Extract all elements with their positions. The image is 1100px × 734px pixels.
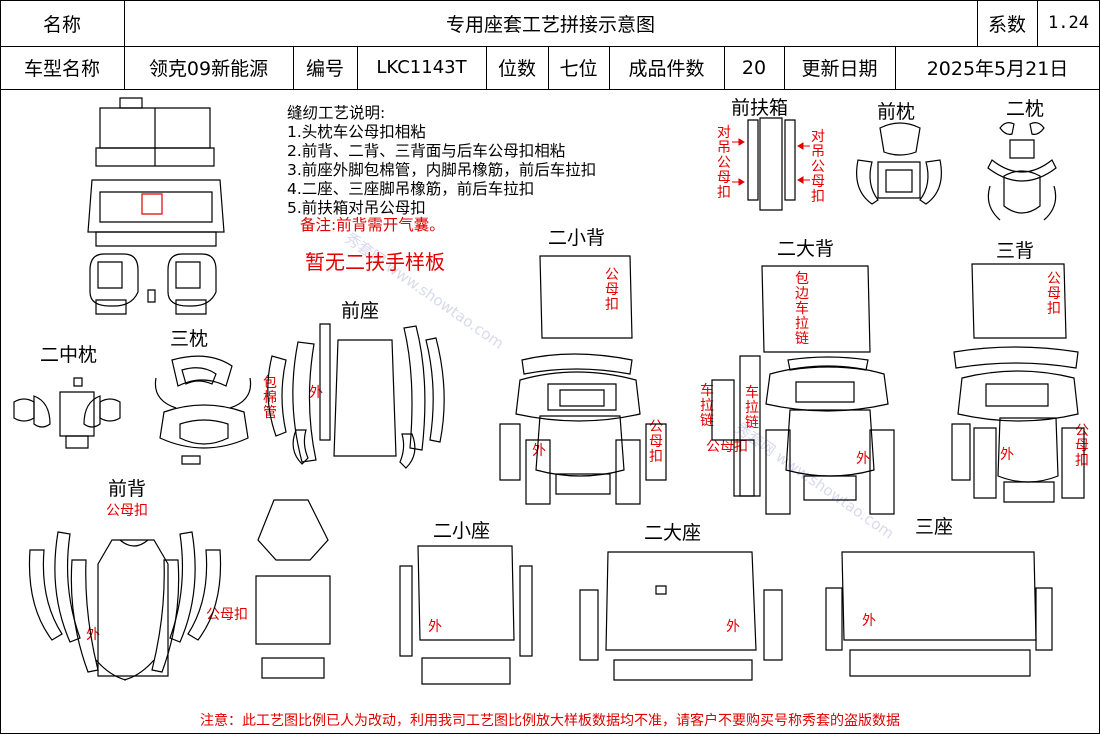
section-second-pillow: 二枕 [1006, 98, 1045, 120]
header-bottom-line [0, 89, 1100, 90]
update-date-value: 2025年5月21日 [926, 58, 1069, 80]
annotation-wai: 外 [856, 451, 870, 467]
section-third-back: 三背 [996, 240, 1035, 262]
section-third-pillow: 三枕 [170, 328, 209, 350]
annotation-che-la-lian: 车拉链 [700, 383, 714, 429]
annotation-wai: 外 [532, 443, 546, 459]
annotation-gong-mu-kou: 公母扣 [605, 267, 619, 313]
annotation-dui-diao: 对吊公母扣 [717, 125, 731, 201]
section-second-small-seat: 二小座 [433, 520, 491, 542]
piece-count-value: 20 [741, 56, 767, 79]
notes-item: 3.前座外脚包棉管，内脚吊橡筋，前后车拉扣 [287, 161, 597, 179]
section-second-small-back: 二小背 [548, 227, 606, 249]
annotation-gong-mu-kou: 公母扣 [649, 419, 663, 465]
annotation-wai: 外 [862, 613, 876, 629]
section-front-armrest: 前扶箱 [731, 97, 789, 119]
seats-value: 七位 [559, 58, 598, 80]
annotation-gong-mu-kou: 公母扣 [1075, 423, 1089, 469]
front-back-pieces [28, 531, 222, 681]
annotation-gong-mu-kou: 公母扣 [206, 607, 248, 623]
annotation-wai: 外 [86, 627, 100, 643]
front-armrest-pieces [747, 117, 796, 211]
armrest-arrows [732, 138, 810, 186]
header-col-line [609, 46, 610, 89]
annotation-wai: 外 [726, 619, 740, 635]
drawing-title: 专用座套工艺拼接示意图 [445, 13, 655, 36]
header-col-line [784, 46, 785, 89]
seat-layout-sketch [87, 97, 225, 315]
annotation-wai: 外 [1000, 447, 1014, 463]
sewing-notes: 缝纫工艺说明: 1.头枕车公母扣相粘 2.前背、二背、三背面与后车公母扣相粘 3… [287, 104, 596, 218]
annotation-gong-mu-kou: 公母扣 [106, 503, 148, 519]
header-divider [0, 46, 1100, 47]
footer-warning: 注意：此工艺图比例已人为改动，利用我司工艺图比例放大样板数据均不准，请客户不要购… [200, 713, 900, 729]
section-second-big-back: 二大背 [777, 238, 835, 260]
second-mid-pillow-pieces [13, 377, 121, 449]
annotation-dui-diao: 对吊公母扣 [811, 129, 825, 205]
annotation-bao-bian-la-lian: 包边车拉链 [795, 271, 809, 347]
header-col-line [486, 46, 487, 89]
section-second-mid-pillow: 二中枕 [40, 344, 98, 366]
second-pillow-pieces [987, 122, 1057, 221]
notes-item: 4.二座、三座脚吊橡筋，前后车拉扣 [287, 180, 535, 198]
annotation-che-la-lian: 车拉链 [745, 385, 759, 431]
name-label: 名称 [42, 13, 81, 36]
back-panel-pieces [255, 499, 331, 679]
coefficient-label: 系数 [987, 13, 1026, 36]
section-front-pillow: 前枕 [877, 101, 916, 123]
section-front-back: 前背 [108, 478, 147, 500]
annotation-gong-mu-kou: 公母扣 [706, 439, 748, 455]
third-pillow-pieces [154, 355, 252, 465]
piece-count-label: 成品件数 [628, 58, 705, 80]
header-col-line [895, 46, 896, 89]
header-col-line [548, 46, 549, 89]
header-col-line [1037, 0, 1038, 46]
header-col-line [357, 46, 358, 89]
code-value: LKC1143T [376, 57, 467, 78]
second-small-seat-pieces [399, 545, 533, 685]
section-third-seat: 三座 [915, 516, 954, 538]
annotation-bao-mian-guan: 包棉管 [263, 375, 277, 421]
update-date-label: 更新日期 [801, 58, 878, 80]
annotation-wai: 外 [428, 619, 442, 635]
second-big-back-pieces [711, 265, 895, 515]
header-col-line [293, 46, 294, 89]
notes-title: 缝纫工艺说明: [287, 104, 386, 122]
section-front-seat: 前座 [341, 300, 380, 322]
seats-label: 位数 [497, 58, 536, 80]
annotation-gong-mu-kou: 公母扣 [1047, 271, 1061, 317]
second-small-back-pieces [499, 255, 667, 505]
front-seat-pieces [267, 323, 445, 469]
header-col-line [724, 46, 725, 89]
no-armrest-note: 暂无二扶手样板 [305, 250, 445, 274]
front-pillow-pieces [856, 122, 942, 205]
code-label: 编号 [305, 58, 344, 80]
model-value: 领克09新能源 [148, 58, 269, 80]
section-second-big-seat: 二大座 [644, 522, 702, 544]
model-label: 车型名称 [23, 58, 100, 80]
notes-item: 1.头枕车公母扣相粘 [287, 123, 426, 141]
second-big-seat-pieces [579, 551, 783, 681]
third-seat-pieces [825, 551, 1053, 677]
header-col-line [977, 0, 978, 46]
notes-item: 5.前扶箱对吊公母扣 [287, 199, 426, 217]
third-back-pieces [951, 263, 1085, 503]
coefficient-value: 1.24 [1048, 13, 1089, 33]
notes-remark: 备注:前背需开气囊。 [300, 216, 445, 234]
notes-item: 2.前背、二背、三背面与后车公母扣相粘 [287, 142, 566, 160]
header-col-line [124, 0, 125, 89]
